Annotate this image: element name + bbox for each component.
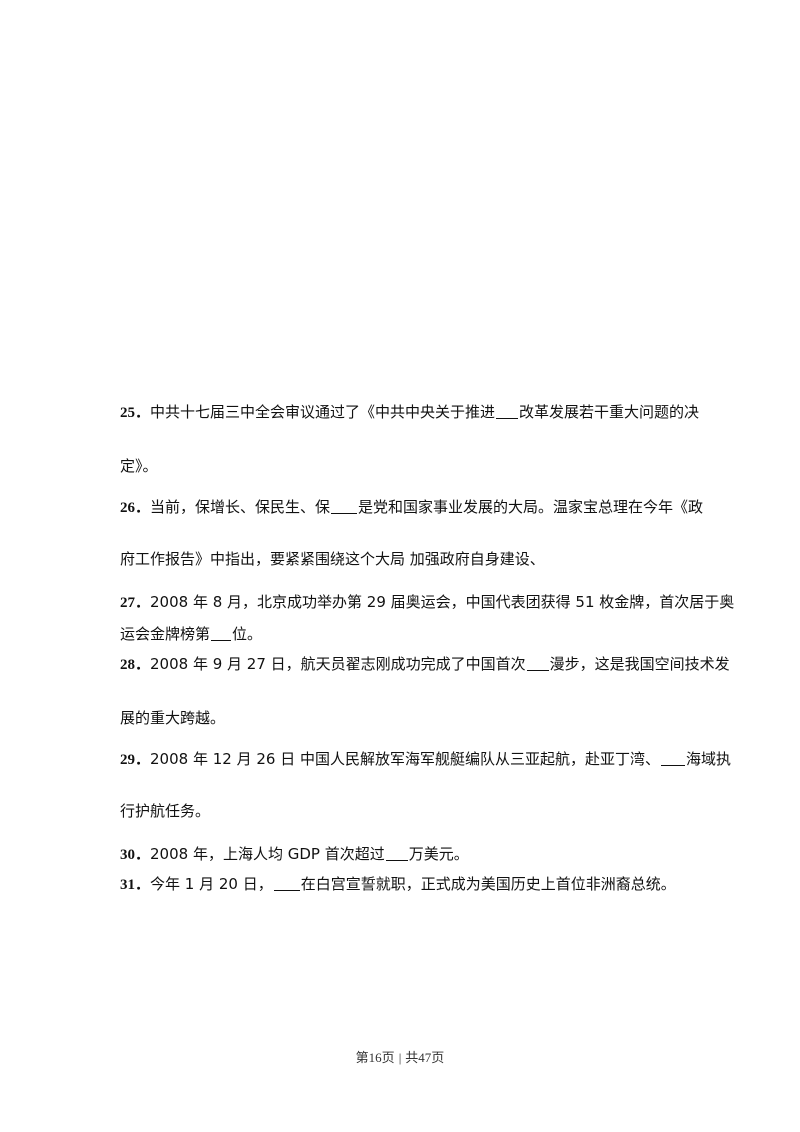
question-number: 27．	[120, 595, 151, 611]
question-27-line-1: 27．2008 年 8 月，北京成功举办第 29 届奥运会，中国代表团获得 51…	[120, 592, 734, 613]
answer-blank	[660, 751, 685, 766]
question-text: 当前，保增长、保民生、保	[150, 498, 331, 516]
question-27-line-2: 运会金牌榜第 位。	[120, 624, 695, 644]
question-text: 运会金牌榜第	[120, 625, 211, 643]
question-29-line-1: 29．2008 年 12 月 26 日 中国人民解放军海军舰艇编队从三亚起航，赴…	[120, 749, 731, 770]
question-number: 29．	[120, 752, 151, 768]
answer-blank	[211, 626, 232, 641]
question-text: 2008 年，上海人均 GDP 首次超过	[150, 845, 385, 863]
question-number: 30．	[120, 847, 151, 863]
question-text: 漫步，这是我国空间技术发	[549, 655, 730, 673]
question-text: 展的重大跨越。	[120, 709, 226, 727]
answer-blank	[385, 846, 408, 861]
answer-blank	[526, 656, 549, 671]
question-text: 2008 年 9 月 27 日，航天员翟志刚成功完成了中国首次	[150, 655, 526, 673]
answer-blank	[273, 876, 300, 891]
question-28-line-1: 28．2008 年 9 月 27 日，航天员翟志刚成功完成了中国首次 漫步，这是我…	[120, 654, 730, 675]
question-28-line-2: 展的重大跨越。	[120, 708, 695, 728]
answer-blank	[496, 404, 519, 419]
footer-separator: |	[398, 1050, 402, 1065]
question-text: 府工作报告》中指出，要紧紧围绕这个大局 加强政府自身建设、	[120, 550, 545, 568]
question-26-line-2: 府工作报告》中指出，要紧紧围绕这个大局 加强政府自身建设、	[120, 549, 695, 569]
question-text: 是党和国家事业发展的大局。温家宝总理在今年《政	[358, 498, 704, 516]
question-text: 2008 年 12 月 26 日 中国人民解放军海军舰艇编队从三亚起航，赴亚丁湾…	[150, 750, 660, 768]
question-31-line-1: 31．今年 1 月 20 日， 在白宫宣誓就职，正式成为美国历史上首位非洲裔总统。	[120, 874, 695, 895]
question-25-line-1: 25．中共十七届三中全会审议通过了《中共中央关于推进 改革发展若干重大问题的决	[120, 402, 699, 423]
question-number: 28．	[120, 657, 151, 673]
question-text: 改革发展若干重大问题的决	[519, 403, 700, 421]
question-text: 行护航任务。	[120, 802, 211, 820]
page-footer: 第16页|共47页	[0, 1047, 800, 1066]
question-number: 31．	[120, 877, 151, 893]
question-number: 26．	[120, 500, 151, 516]
question-text: 万美元。	[408, 845, 469, 863]
page-number: 第16页	[355, 1050, 395, 1065]
question-25-line-2: 定》。	[120, 456, 695, 476]
question-text: 海域执	[685, 750, 731, 768]
question-29-line-2: 行护航任务。	[120, 801, 695, 821]
page-total: 共47页	[405, 1050, 445, 1065]
question-text: 2008 年 8 月，北京成功举办第 29 届奥运会，中国代表团获得 51 枚金…	[150, 593, 735, 611]
question-number: 25．	[120, 405, 151, 421]
question-text: 今年 1 月 20 日，	[150, 875, 273, 893]
question-text: 位。	[232, 625, 263, 643]
question-text: 定》。	[120, 457, 158, 475]
question-text: 在白宫宣誓就职，正式成为美国历史上首位非洲裔总统。	[300, 875, 676, 893]
question-26-line-1: 26．当前，保增长、保民生、保 是党和国家事业发展的大局。温家宝总理在今年《政	[120, 497, 703, 518]
question-text: 中共十七届三中全会审议通过了《中共中央关于推进	[150, 403, 496, 421]
answer-blank	[331, 499, 358, 514]
question-30-line-1: 30．2008 年，上海人均 GDP 首次超过 万美元。	[120, 844, 695, 865]
